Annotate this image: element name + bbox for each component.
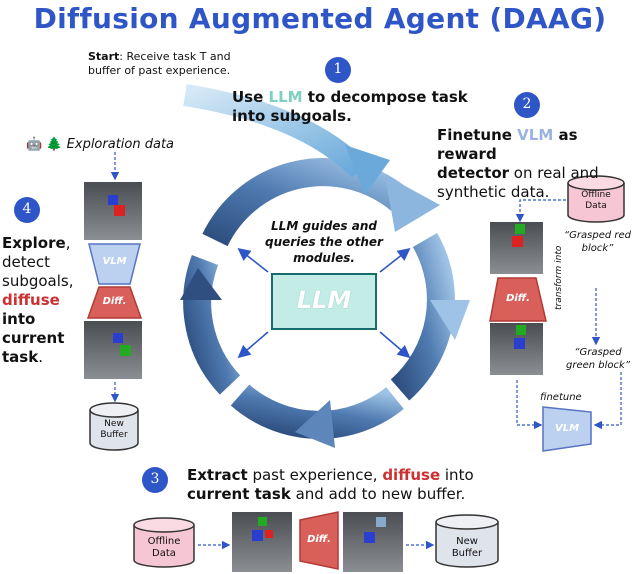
step-circles (14, 57, 540, 493)
start-text: Start: Receive task T and buffer of past… (88, 50, 231, 77)
step4-text: Explore, detect subgoals, diffuse into c… (2, 234, 74, 366)
bottom-diff-label: Diff. (307, 534, 331, 545)
left-photo-bottom (84, 321, 142, 379)
bottom-new-buffer (435, 514, 499, 568)
step4-number: 4 (22, 201, 32, 217)
start-arrow-body (183, 84, 368, 178)
start-arrow-head (345, 145, 390, 195)
left-diff-trapezoid (86, 286, 143, 319)
right-vlm-label: VLM (554, 423, 580, 434)
right-offline-cylinder (567, 175, 625, 223)
bottom-diff-trapezoid (299, 511, 339, 570)
center-arrows (237, 248, 411, 359)
step2-number: 2 (522, 96, 532, 112)
cycle-ring (180, 158, 470, 448)
step1-text: Use LLM to decompose task into subgoals. (232, 88, 468, 125)
step3-text: Extract past experience, diffuse into cu… (187, 466, 474, 503)
ring-arrowhead-left (180, 268, 222, 300)
left-new-buffer (89, 402, 139, 451)
ring-arc-right (390, 233, 455, 401)
step2-text: Finetune VLM as reward detector on real … (437, 126, 599, 201)
ring-arrowhead-top (385, 175, 440, 232)
exploration-label: 🤖 🌲 Exploration data (26, 137, 175, 152)
llm-center-box (271, 273, 377, 330)
step1-number: 1 (333, 61, 343, 77)
bottom-offline-cylinder (133, 517, 195, 568)
right-vlm-trapezoid (542, 406, 592, 452)
left-photo-top (84, 182, 142, 240)
finetune-label: finetune (540, 392, 582, 403)
diagram-title: Diffusion Augmented Agent (DAAG) (33, 2, 607, 35)
ring-arrowhead-right (430, 300, 470, 340)
ring-arc-top (202, 158, 409, 247)
left-vlm-label: VLM (102, 256, 127, 267)
step3-number: 3 (150, 471, 160, 487)
left-vlm-trapezoid (88, 243, 141, 285)
right-diff-label: Diff. (506, 293, 530, 304)
right-diff-trapezoid (489, 277, 547, 322)
transform-label: transform into (554, 245, 564, 310)
left-diff-label: Diff. (102, 296, 127, 307)
llm-center-label: LLM (296, 286, 352, 314)
ring-arrowhead-bottom (295, 400, 335, 448)
